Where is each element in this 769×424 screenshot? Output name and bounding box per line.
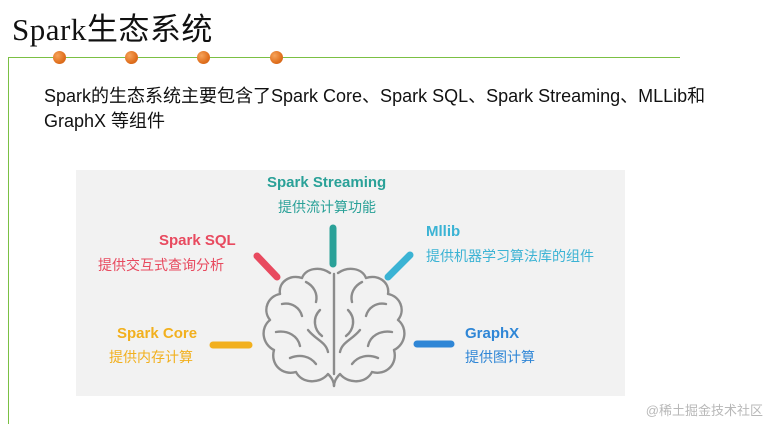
component-desc-graphx: 提供图计算 — [465, 349, 535, 365]
decor-dot — [270, 51, 283, 64]
watermark: @稀土掘金技术社区 — [645, 403, 763, 418]
brain-icon — [262, 267, 406, 388]
component-name-mllib: Mllib — [426, 223, 461, 240]
connector-mllib — [384, 251, 414, 281]
decor-dot — [125, 51, 138, 64]
component-desc-mllib: 提供机器学习算法库的组件 — [426, 248, 594, 264]
component-name-spark-core: Spark Core — [117, 325, 198, 342]
brain-diagram-graphic — [209, 224, 455, 388]
ecosystem-diagram: Spark Streaming 提供流计算功能 Spark SQL 提供交互式查… — [76, 170, 625, 396]
title-rule-vertical — [8, 57, 9, 424]
decor-dot — [197, 51, 210, 64]
slide-description: Spark的生态系统主要包含了Spark Core、Spark SQL、Spar… — [44, 86, 706, 131]
title-rule-horizontal — [8, 57, 680, 58]
component-desc-spark-sql: 提供交互式查询分析 — [98, 257, 224, 273]
connector-spark-sql — [253, 252, 281, 281]
component-desc-spark-streaming: 提供流计算功能 — [278, 199, 376, 215]
component-name-spark-sql: Spark SQL — [159, 232, 236, 249]
slide-title: Spark生态系统 — [12, 12, 213, 47]
component-name-graphx: GraphX — [465, 325, 520, 342]
component-name-spark-streaming: Spark Streaming — [267, 174, 387, 191]
component-desc-spark-core: 提供内存计算 — [109, 349, 193, 365]
decor-dot — [53, 51, 66, 64]
